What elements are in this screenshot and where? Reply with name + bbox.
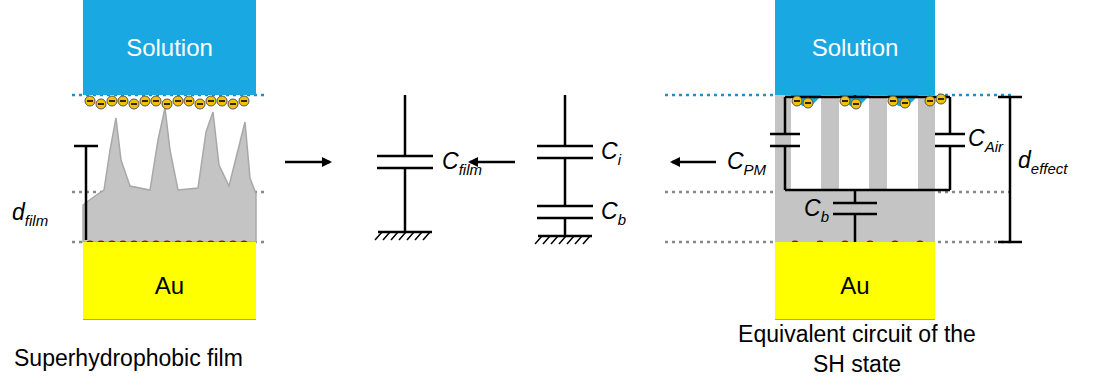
dimension-tick [74, 145, 98, 148]
dimension-line [1009, 97, 1012, 242]
dimension-label: dfilm [12, 200, 48, 229]
superhydrophobic-film [83, 108, 256, 242]
caption: Equivalent circuit of the SH state [722, 320, 992, 380]
capacitor-symbol [537, 95, 593, 236]
dimension-tick [998, 96, 1022, 99]
gold-electrode: Au [775, 242, 935, 320]
equivalent-circuit [770, 72, 965, 242]
dimension-tick [998, 241, 1022, 244]
solution-region: Solution [83, 0, 256, 95]
capacitor-label: Ci [601, 139, 621, 168]
pillar-structure [775, 95, 935, 242]
capacitor-label: Cb [601, 199, 626, 228]
region-label: Au [155, 272, 184, 300]
solution-region: Solution [775, 0, 935, 95]
capacitor-label: Cb [804, 196, 829, 225]
gold-electrode: Au [83, 242, 256, 320]
ground-hatch [375, 232, 590, 244]
region-label: Au [840, 272, 869, 300]
capacitor-label: Cfilm [442, 149, 482, 178]
charge-symbols [85, 94, 946, 251]
capacitor-symbol [377, 95, 433, 232]
region-label: Solution [812, 34, 899, 62]
capacitor-label: CAir [968, 126, 1003, 155]
region-label: Solution [126, 34, 213, 62]
arrow [672, 161, 716, 164]
dimension-label: deffect [1018, 148, 1067, 177]
capacitor-label: CPM [727, 149, 766, 178]
arrow [285, 161, 330, 164]
caption: Superhydrophobic film [14, 346, 243, 371]
dimension-line [85, 146, 88, 240]
